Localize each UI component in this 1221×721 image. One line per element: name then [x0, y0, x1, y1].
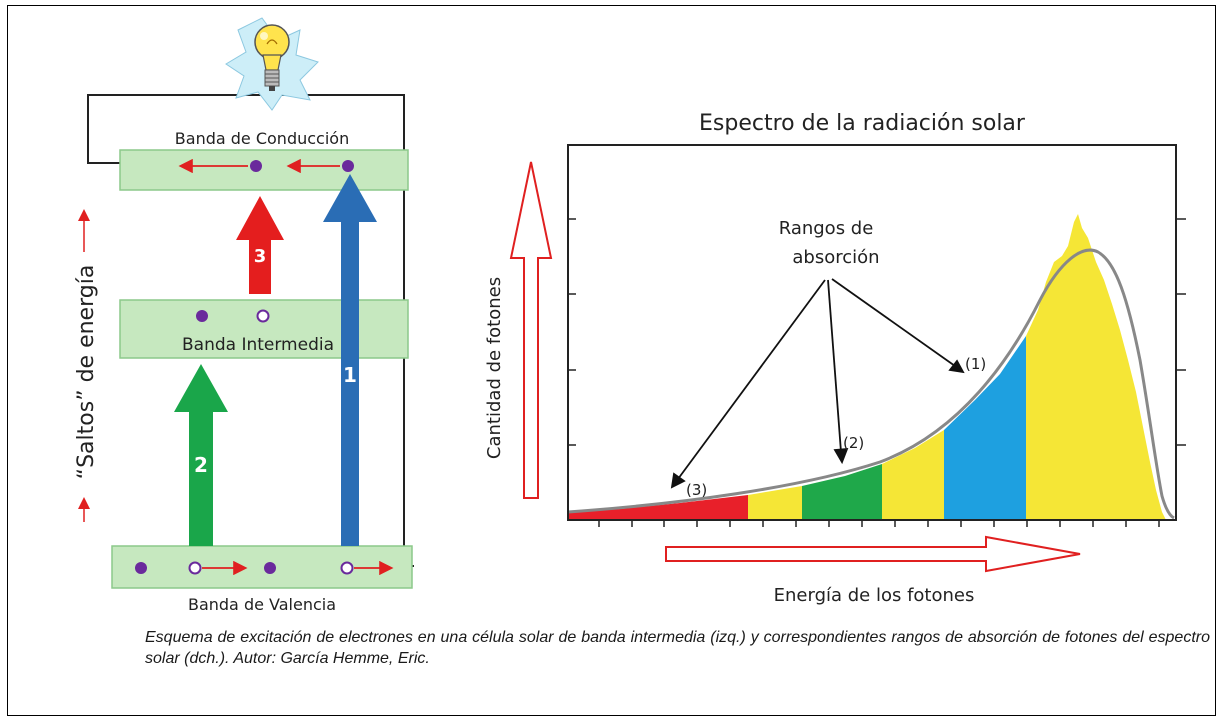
- yellow-peak-area: [1026, 214, 1166, 520]
- valence-band-label: Banda de Valencia: [188, 595, 336, 614]
- jump-2-label: 2: [194, 453, 208, 477]
- solar-spectrum-chart: Espectro de la radiación solar: [484, 111, 1186, 606]
- annotation-pointers: [670, 278, 965, 489]
- range-1-area: [944, 336, 1026, 520]
- figure-caption: Esquema de excitación de electrones en u…: [145, 629, 1210, 667]
- lightbulb-icon: [225, 17, 319, 111]
- range-2-label: (2): [843, 434, 864, 452]
- band-diagram: Banda de Conducción Banda Intermedia Ban…: [74, 17, 414, 614]
- intermediate-band: [119, 299, 409, 359]
- range-3-label: (3): [686, 481, 707, 499]
- hole: [256, 309, 270, 323]
- yellow-area-2: [882, 430, 944, 520]
- intermediate-band-label: Banda Intermedia: [182, 335, 334, 355]
- annotation-title-line-2: absorción: [792, 247, 879, 268]
- conduction-band: [119, 149, 409, 191]
- electron: [135, 562, 147, 574]
- left-axis-ticks: [568, 218, 576, 446]
- jump-arrow-3: [236, 196, 284, 294]
- right-axis-ticks: [1176, 218, 1186, 446]
- energy-axis-label: “Saltos” de energía: [74, 265, 99, 480]
- x-axis-label: Energía de los fotones: [774, 585, 975, 606]
- plot-frame: [567, 144, 1177, 521]
- y-axis-hollow-arrow: [509, 161, 553, 499]
- electron: [264, 562, 276, 574]
- jump-arrow-1: [323, 174, 377, 546]
- electron: [196, 310, 208, 322]
- chart-title: Espectro de la radiación solar: [699, 111, 1026, 136]
- valence-band: [111, 545, 413, 589]
- yellow-area-1: [748, 486, 802, 520]
- annotation-title-line-1: Rangos de: [779, 218, 874, 239]
- hole: [340, 561, 354, 575]
- jump-arrow-2: [174, 364, 228, 546]
- jump-1-label: 1: [343, 363, 357, 387]
- range-1-label: (1): [965, 355, 986, 373]
- hole: [188, 561, 202, 575]
- jump-3-label: 3: [254, 246, 267, 267]
- x-axis-hollow-arrow: [665, 535, 1081, 573]
- range-3-area: [568, 495, 748, 520]
- conduction-band-label: Banda de Conducción: [175, 129, 349, 148]
- range-2-area: [802, 464, 882, 520]
- spectrum-curve: [567, 248, 1175, 520]
- figure-frame: [7, 5, 1216, 716]
- electron: [250, 160, 262, 172]
- electron: [342, 160, 354, 172]
- bottom-axis-ticks: [598, 520, 1160, 527]
- y-axis-label: Cantidad de fotones: [484, 277, 505, 459]
